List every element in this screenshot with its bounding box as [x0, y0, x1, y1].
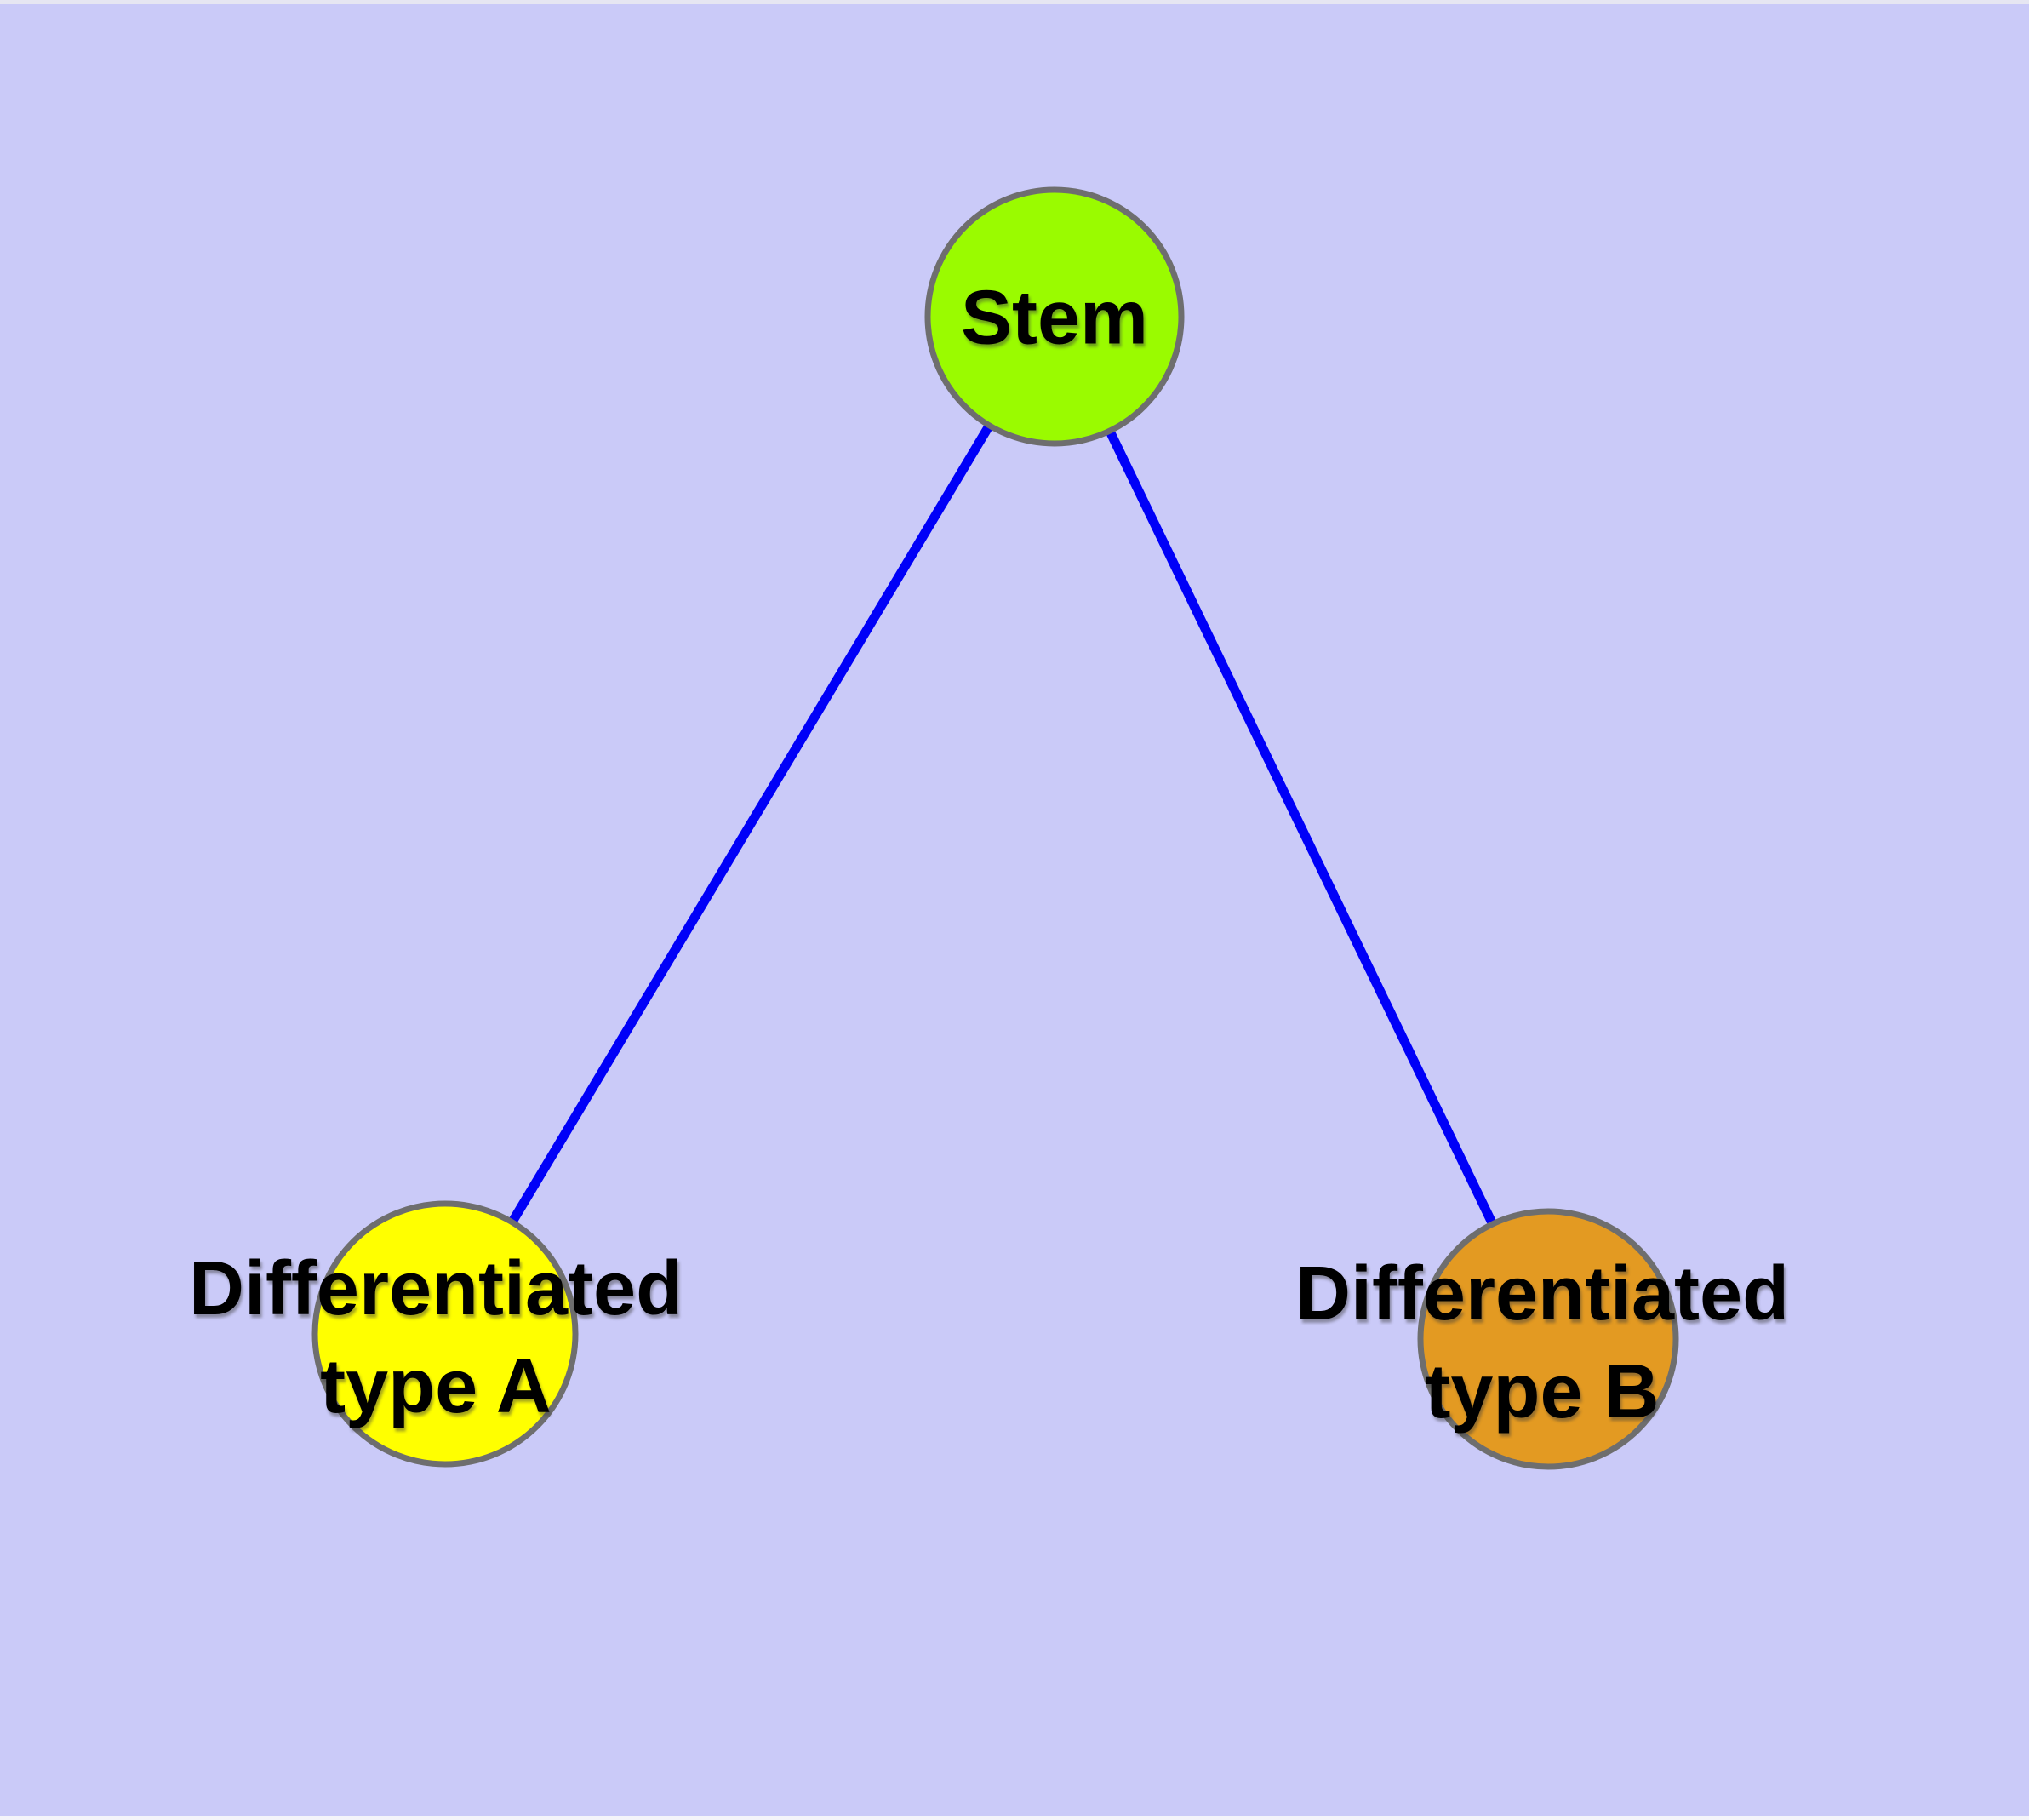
node-type-b-label-line1: Differentiated — [1295, 1251, 1790, 1336]
node-type-b-circle — [1417, 1208, 1679, 1470]
edge-stem-to-type-b — [1050, 314, 1552, 1342]
node-type-a-label-line1: Differentiated — [188, 1246, 683, 1331]
top-edge-strip — [0, 0, 2029, 4]
edge-stem-to-type-a — [441, 314, 1059, 1336]
node-stem-circle — [924, 186, 1185, 447]
node-type-b-label: Differentiated type B — [1295, 1245, 1789, 1441]
node-type-b-label-line2: type B — [1425, 1349, 1660, 1434]
node-stem-label: Stem — [960, 275, 1149, 361]
node-type-a-label: Differentiated type A — [189, 1240, 683, 1436]
node-type-a-label-line2: type A — [320, 1344, 552, 1429]
bottom-edge-strip — [0, 1816, 2029, 1820]
node-type-a-circle — [311, 1200, 579, 1468]
